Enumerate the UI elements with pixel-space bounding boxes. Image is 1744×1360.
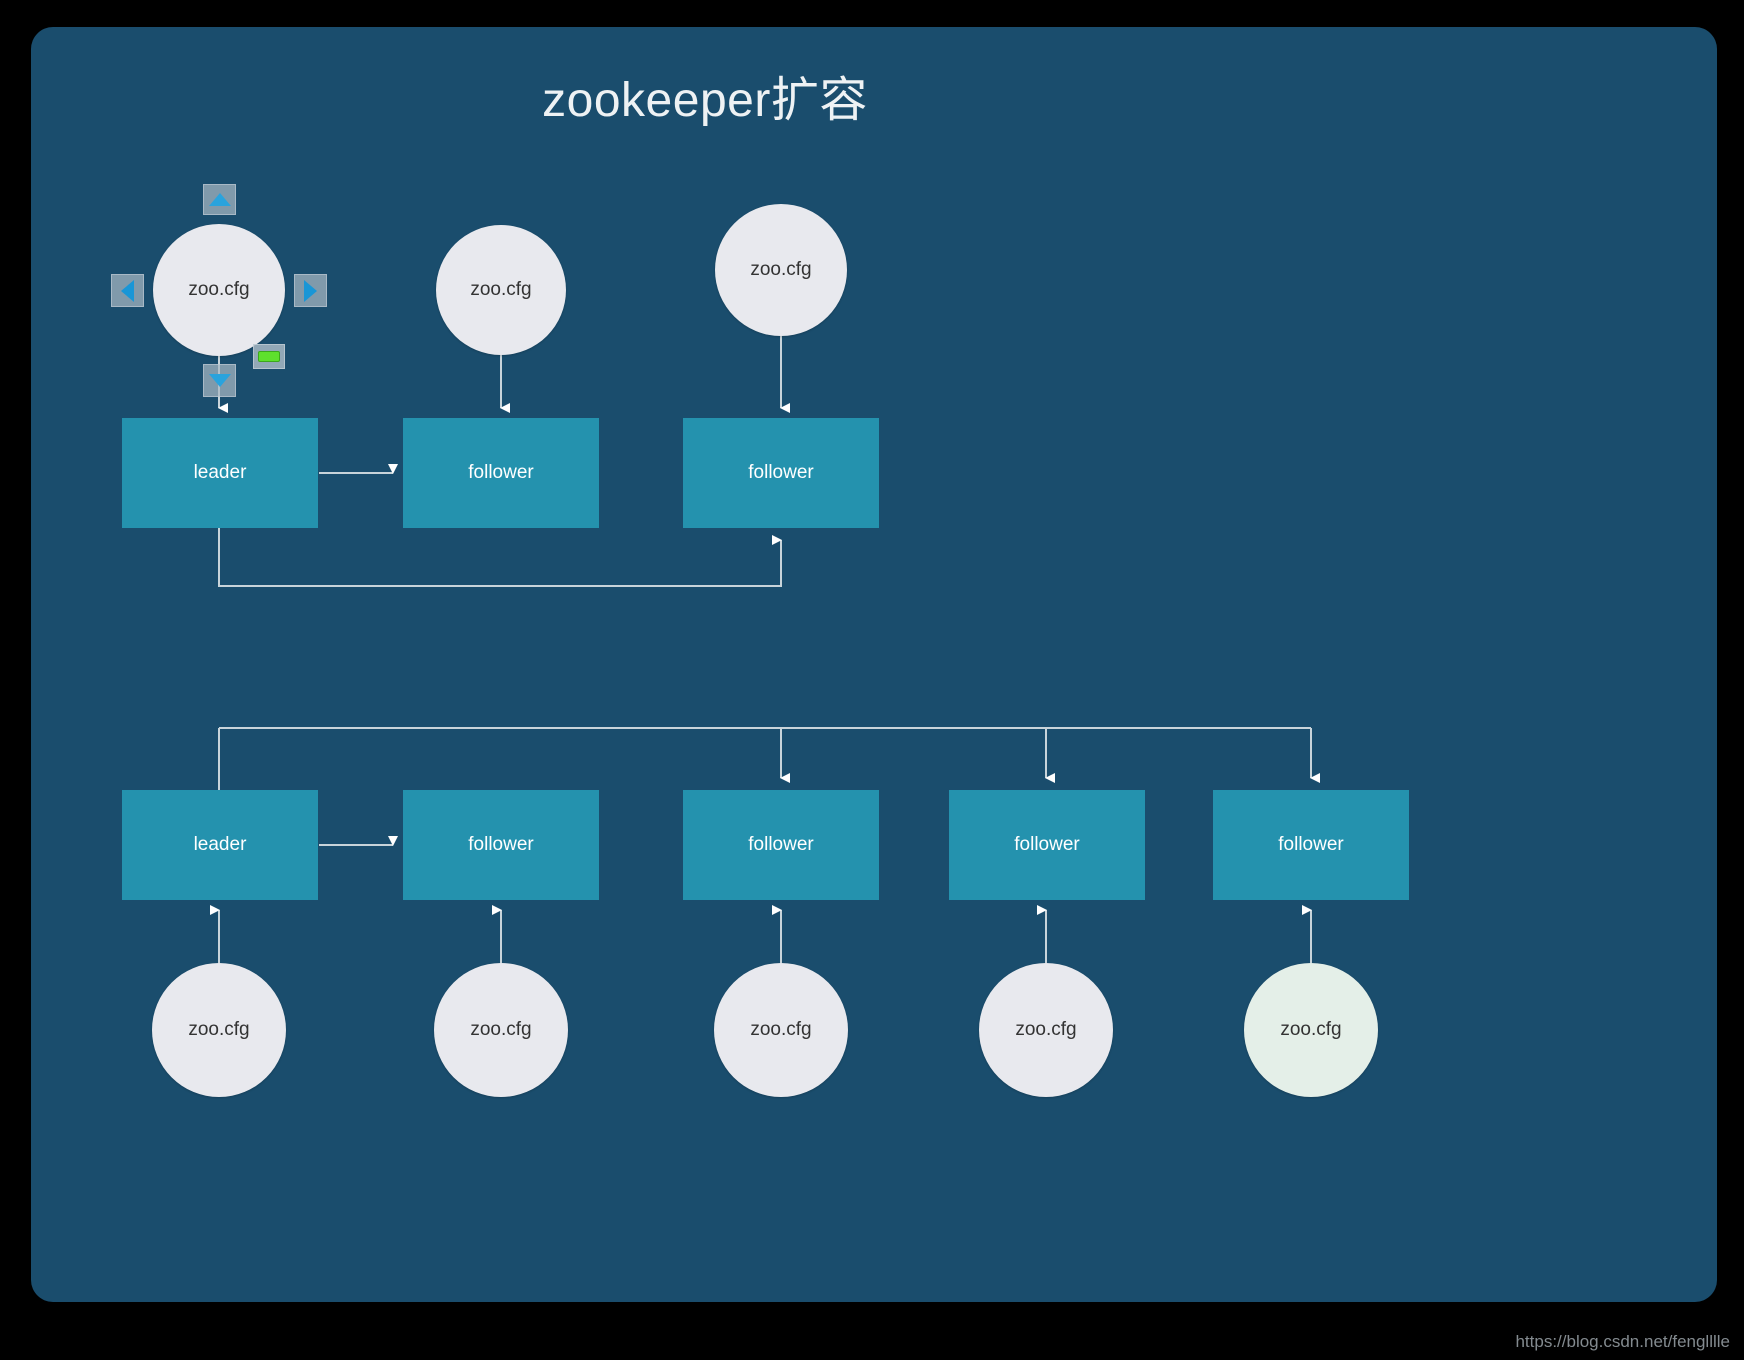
node-box-label: leader [193,462,247,483]
edge-leader-to-follower2-elbow [218,528,782,587]
node-box-label: follower [748,462,814,483]
node-box-follower-bottom-3[interactable]: follower [949,790,1145,900]
resize-handle-up[interactable] [203,184,236,215]
node-box-leader-top[interactable]: leader [122,418,318,528]
page-title: zookeeper扩容 [542,74,868,127]
cfg-circle-1[interactable]: zoo.cfg [153,224,285,356]
triangle-up-icon [208,193,231,206]
cfg-circle-label: zoo.cfg [750,1019,812,1040]
node-box-follower-bottom-1[interactable]: follower [403,790,599,900]
node-box-label: follower [748,834,814,855]
node-box-follower-bottom-4[interactable]: follower [1213,790,1409,900]
connector-handle-green[interactable] [253,344,285,369]
cfg-circle-label: zoo.cfg [1015,1019,1077,1040]
node-box-label: follower [1278,834,1344,855]
cfg-circle-label: zoo.cfg [1280,1019,1342,1040]
cfg-circle-label: zoo.cfg [188,279,250,300]
cfg-circle-3[interactable]: zoo.cfg [715,204,847,336]
cfg-circle-label: zoo.cfg [470,1019,532,1040]
cfg-circle-bottom-4[interactable]: zoo.cfg [979,963,1113,1097]
triangle-right-icon [304,279,317,302]
node-box-follower-top-2[interactable]: follower [683,418,879,528]
triangle-down-icon [208,374,231,387]
cfg-circle-bottom-1[interactable]: zoo.cfg [152,963,286,1097]
triangle-left-icon [121,279,134,302]
node-box-leader-bottom[interactable]: leader [122,790,318,900]
cfg-circle-bottom-3[interactable]: zoo.cfg [714,963,848,1097]
cfg-circle-label: zoo.cfg [188,1019,250,1040]
resize-handle-left[interactable] [111,274,144,307]
cfg-circle-label: zoo.cfg [470,279,532,300]
node-box-follower-top-1[interactable]: follower [403,418,599,528]
cfg-circle-label: zoo.cfg [750,259,812,280]
node-box-label: leader [193,834,247,855]
green-bar-icon [258,351,280,362]
node-box-follower-bottom-2[interactable]: follower [683,790,879,900]
resize-handle-right[interactable] [294,274,327,307]
cfg-circle-2[interactable]: zoo.cfg [436,225,566,355]
cfg-circle-bottom-5-new[interactable]: zoo.cfg [1244,963,1378,1097]
node-box-label: follower [468,462,534,483]
slide-panel [31,27,1717,1302]
resize-handle-down[interactable] [203,364,236,397]
node-box-label: follower [1014,834,1080,855]
watermark: https://blog.csdn.net/fenglllle [1515,1332,1730,1351]
node-box-label: follower [468,834,534,855]
cfg-circle-bottom-2[interactable]: zoo.cfg [434,963,568,1097]
